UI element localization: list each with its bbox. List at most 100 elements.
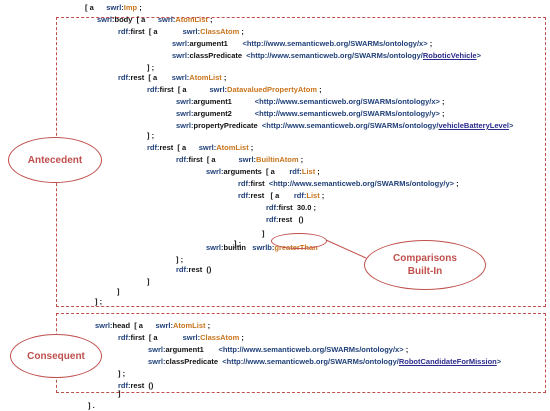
code-token: ] bbox=[147, 277, 150, 286]
code-token: rdf: bbox=[238, 191, 251, 200]
code-token: [ a bbox=[173, 85, 210, 94]
antecedent-label: Antecedent bbox=[8, 137, 102, 183]
code-token: () bbox=[144, 381, 154, 390]
code-token: ] bbox=[262, 229, 265, 238]
code-token: [ a bbox=[144, 27, 183, 36]
code-token: ; bbox=[317, 85, 322, 94]
code-token: () bbox=[202, 265, 212, 274]
code-token: <http://www.semanticweb.org/SWARMs/ontol… bbox=[231, 97, 440, 106]
code-token: ; bbox=[439, 109, 445, 118]
code-token: vehicleBatteryLevel bbox=[438, 121, 509, 130]
code-token: ] ; bbox=[234, 239, 242, 248]
code-token: ] ; bbox=[176, 255, 184, 264]
code-token: [ a bbox=[132, 15, 158, 24]
code-token: ] . bbox=[88, 401, 95, 410]
code-token: rdf: bbox=[118, 27, 131, 36]
code-line: swrl:argument2 <http://www.semanticweb.o… bbox=[176, 109, 445, 119]
code-token: rdf: bbox=[238, 179, 251, 188]
code-line: ] ; bbox=[176, 255, 183, 265]
code-token: AtomList bbox=[189, 73, 222, 82]
code-token: first bbox=[188, 155, 203, 164]
code-token: <http://www.semanticweb.org/SWARMs/ontol… bbox=[242, 51, 423, 60]
code-token: rdf: bbox=[266, 203, 279, 212]
code-token: ; bbox=[403, 345, 409, 354]
code-line: rdf:first [ a swrl:ClassAtom ; bbox=[118, 27, 244, 37]
code-token: swrl: bbox=[148, 357, 166, 366]
code-token: swrl: bbox=[172, 51, 190, 60]
code-token: <http://www.semanticweb.org/SWARMs/ontol… bbox=[257, 121, 439, 130]
code-token: ClassAtom bbox=[200, 27, 240, 36]
code-line: ] bbox=[117, 287, 120, 297]
code-line: rdf:first [ a swrl:ClassAtom ; bbox=[118, 333, 244, 343]
code-token: swrl: bbox=[95, 321, 113, 330]
code-token: AtomList bbox=[216, 143, 249, 152]
code-token: swrl: bbox=[198, 143, 217, 152]
code-token: <http://www.semanticweb.org/SWARMs/ontol… bbox=[203, 345, 404, 354]
code-token: [ a bbox=[202, 155, 239, 164]
code-token: classPredicate bbox=[189, 51, 243, 60]
code-line: rdf:rest () bbox=[176, 265, 211, 275]
code-token: List bbox=[306, 191, 320, 200]
code-token: rdf: bbox=[147, 85, 160, 94]
code-token: [ a bbox=[264, 191, 294, 200]
code-token: <http://www.semanticweb.org/SWARMs/ontol… bbox=[218, 357, 399, 366]
code-token: rest bbox=[130, 73, 145, 82]
code-line: swrl:classPredicate <http://www.semantic… bbox=[148, 357, 501, 367]
code-token: <http://www.semanticweb.org/SWARMs/ontol… bbox=[264, 179, 454, 188]
code-token: <http://www.semanticweb.org/SWARMs/ontol… bbox=[227, 39, 428, 48]
code-token: ] bbox=[117, 287, 120, 296]
code-token: ; bbox=[298, 155, 304, 164]
code-line: rdf:first <http://www.semanticweb.org/SW… bbox=[238, 179, 459, 189]
code-line: ] bbox=[118, 389, 121, 399]
code-token: argument1 bbox=[193, 97, 232, 106]
code-token: first bbox=[130, 333, 145, 342]
code-token: swrl: bbox=[157, 15, 176, 24]
code-token: argument1 bbox=[165, 345, 204, 354]
code-token: [ a bbox=[261, 167, 290, 176]
code-token: swrl: bbox=[155, 321, 173, 330]
code-token: 30.0 ; bbox=[292, 203, 317, 212]
code-token: [ a bbox=[85, 3, 107, 12]
code-token: RobotCandidateForMission bbox=[398, 357, 497, 366]
code-token: rest bbox=[159, 143, 174, 152]
code-token: builtin bbox=[223, 243, 247, 252]
code-line: ] ; bbox=[118, 369, 125, 379]
code-token: first bbox=[250, 179, 265, 188]
code-token: classPredicate bbox=[165, 357, 219, 366]
code-token: ; bbox=[205, 321, 211, 330]
code-token: > bbox=[476, 51, 481, 60]
code-token: ] ; bbox=[95, 297, 103, 306]
code-line: swrl:propertyPredicate <http://www.seman… bbox=[176, 121, 513, 131]
code-token: ] ; bbox=[147, 63, 155, 72]
code-line: swrl:head [ a swrl:AtomList ; bbox=[95, 321, 210, 331]
code-token: ; bbox=[439, 97, 445, 106]
code-token: swrl: bbox=[206, 243, 224, 252]
code-token: ] ; bbox=[118, 369, 126, 378]
code-token: argument2 bbox=[193, 109, 232, 118]
code-token: ; bbox=[221, 73, 227, 82]
code-token: rdf: bbox=[176, 155, 189, 164]
code-line: ] . bbox=[88, 401, 95, 411]
code-token: AtomList bbox=[172, 321, 206, 330]
code-token: ClassAtom bbox=[200, 333, 240, 342]
code-line: rdf:rest [ a swrl:AtomList ; bbox=[118, 73, 226, 83]
code-line: swrl:body [ a swrl:AtomList ; bbox=[97, 15, 212, 25]
code-line: rdf:rest [ a rdf:List ; bbox=[238, 191, 324, 201]
code-line: ] ; bbox=[147, 131, 154, 141]
code-token: RoboticVehicle bbox=[422, 51, 477, 60]
code-token: first bbox=[278, 203, 293, 212]
code-token: argument1 bbox=[189, 39, 228, 48]
code-token: <http://www.semanticweb.org/SWARMs/ontol… bbox=[231, 109, 440, 118]
code-token: () bbox=[292, 215, 304, 224]
code-token: swrl: bbox=[172, 39, 190, 48]
code-line: [ a swrl:Imp ; bbox=[85, 3, 142, 13]
code-token: swrl: bbox=[182, 333, 201, 342]
comparisons-builtin-label: Comparisons Built-In bbox=[364, 240, 486, 290]
code-token: swrl: bbox=[209, 85, 228, 94]
code-token: Imp bbox=[123, 3, 138, 12]
code-token: ; bbox=[207, 15, 213, 24]
code-token: arguments bbox=[223, 167, 262, 176]
code-token: DatavaluedPropertyAtom bbox=[227, 85, 318, 94]
